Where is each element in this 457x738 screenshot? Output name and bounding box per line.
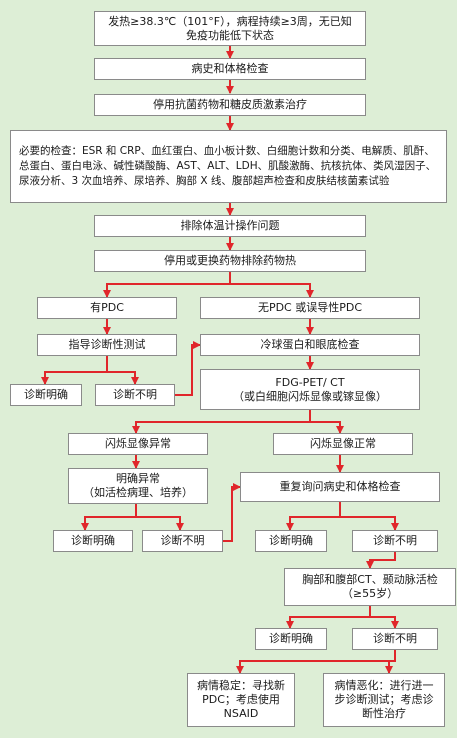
diag-clear-label-3: 诊断明确 [269, 534, 313, 547]
diag-clear-box-1: 诊断明确 [10, 384, 82, 406]
worse-box: 病情恶化：进行进一 步诊断测试；考虑诊 断性治疗 [323, 673, 445, 727]
diag-clear-label-4: 诊断明确 [269, 632, 313, 645]
repeat-history-box: 重复询问病史和体格检查 [240, 472, 440, 502]
diag-unclear-label-2: 诊断不明 [160, 534, 205, 547]
scint-normal-label: 闪烁显像正常 [310, 437, 376, 450]
guided-tests-box: 指导诊断性测试 [37, 334, 177, 356]
chest-ct-line-2: （≥55岁） [341, 587, 399, 600]
arrow-unclear4-to-worse [385, 660, 395, 674]
arrow-fdg-to-abnormal [132, 410, 311, 434]
worse-line-3: 断性治疗 [362, 707, 406, 720]
cryo-fundus-label: 冷球蛋白和眼底检查 [260, 338, 360, 351]
chest-ct-line-1: 胸部和腹部CT、颞动脉活检 [302, 573, 438, 586]
stable-box: 病情稳定：寻找新 PDC；考虑使用 NSAID [187, 673, 295, 727]
diag-unclear-box-4: 诊断不明 [352, 628, 438, 650]
diag-clear-label-2: 诊断明确 [71, 534, 115, 547]
arrow-guided-to-clear1 [41, 356, 108, 385]
diag-clear-label-1: 诊断明确 [24, 388, 68, 401]
arrow-unclear1-to-cryo [175, 341, 201, 396]
stop-antibiotics-label: 停用抗菌药物和糖皮质激素治疗 [153, 98, 307, 111]
stable-line-3: NSAID [223, 707, 259, 720]
pdc-yes-label: 有PDC [90, 301, 124, 314]
scint-abnormal-box: 闪烁显像异常 [68, 433, 208, 455]
pdc-no-label: 无PDC 或误导性PDC [257, 301, 363, 314]
stop-drugs-box: 停用或更换药物排除药物热 [94, 250, 366, 272]
history-exam-label: 病史和体格检查 [191, 62, 269, 75]
scint-normal-box: 闪烁显像正常 [273, 433, 413, 455]
worse-line-1: 病情恶化：进行进一 [334, 679, 434, 692]
diag-clear-box-2: 诊断明确 [53, 530, 133, 552]
arrow-unclear2-to-repeat [223, 483, 241, 542]
necessary-tests-label: 必要的检查：ESR 和 CRP、血红蛋白、血小板计数、白细胞计数和分类、电解质、… [19, 145, 437, 187]
arrow-chest-to-clear4 [286, 606, 371, 629]
repeat-history-label: 重复询问病史和体格检查 [279, 480, 401, 493]
chest-ct-box: 胸部和腹部CT、颞动脉活检 （≥55岁） [284, 568, 456, 606]
necessary-tests-box: 必要的检查：ESR 和 CRP、血红蛋白、血小板计数、白细胞计数和分类、电解质、… [10, 130, 447, 203]
diag-unclear-box-1: 诊断不明 [95, 384, 175, 406]
guided-tests-label: 指导诊断性测试 [68, 338, 146, 351]
diag-unclear-box-3: 诊断不明 [352, 530, 438, 552]
arrow-repeat-to-clear3 [286, 502, 341, 531]
stop-antibiotics-box: 停用抗菌药物和糖皮质激素治疗 [94, 94, 366, 116]
arrow-drugs-to-nopdc [230, 283, 314, 298]
fdg-pet-box: FDG-PET/ CT （或白细胞闪烁显像或镓显像） [200, 369, 420, 410]
arrow-fdg-to-normal [310, 421, 344, 434]
stable-line-1: 病情稳定：寻找新 [197, 679, 285, 692]
worse-line-2: 步诊断测试；考虑诊 [334, 693, 434, 706]
scint-abnormal-label: 闪烁显像异常 [105, 437, 171, 450]
exclude-thermometer-box: 排除体温计操作问题 [94, 215, 366, 237]
stable-line-2: PDC；考虑使用 [202, 693, 280, 706]
fever-line-1: 发热≥38.3℃（101°F），病程持续≥3周，无已知 [108, 14, 352, 28]
cryo-fundus-box: 冷球蛋白和眼底检查 [200, 334, 420, 356]
arrow-clear-to-unclear2 [136, 516, 184, 531]
stop-drugs-label: 停用或更换药物排除药物热 [164, 254, 296, 267]
clear-abnormal-line-2: （如活检病理、培养） [83, 486, 193, 499]
clear-abnormal-line-1: 明确异常 [116, 472, 160, 485]
fdg-pet-line-2: （或白细胞闪烁显像或镓显像） [233, 389, 387, 403]
arrow-unclear4-to-stable [236, 650, 396, 674]
arrow-unclear3-to-chest [366, 552, 396, 569]
diag-unclear-label-3: 诊断不明 [373, 534, 417, 547]
fever-criteria-box: 发热≥38.3℃（101°F），病程持续≥3周，无已知 免疫功能低下状态 [94, 11, 366, 46]
arrow-drugs-to-pdc [103, 272, 231, 298]
arrow-clear-to-clear2 [81, 504, 137, 531]
pdc-yes-box: 有PDC [37, 297, 177, 319]
pdc-no-box: 无PDC 或误导性PDC [200, 297, 420, 319]
clear-abnormal-box: 明确异常 （如活检病理、培养） [68, 468, 208, 504]
diag-unclear-label-4: 诊断不明 [373, 632, 417, 645]
exclude-thermometer-label: 排除体温计操作问题 [180, 219, 280, 232]
arrow-guided-to-unclear1 [107, 371, 139, 385]
arrow-repeat-to-unclear3 [340, 516, 399, 531]
diag-clear-box-3: 诊断明确 [255, 530, 327, 552]
fdg-pet-line-1: FDG-PET/ CT [275, 375, 345, 389]
arrow-chest-to-unclear4 [370, 616, 399, 629]
diag-clear-box-4: 诊断明确 [255, 628, 327, 650]
history-exam-box: 病史和体格检查 [94, 58, 366, 80]
fever-line-2: 免疫功能低下状态 [186, 28, 274, 42]
diag-unclear-label-1: 诊断不明 [113, 388, 157, 401]
diag-unclear-box-2: 诊断不明 [142, 530, 223, 552]
